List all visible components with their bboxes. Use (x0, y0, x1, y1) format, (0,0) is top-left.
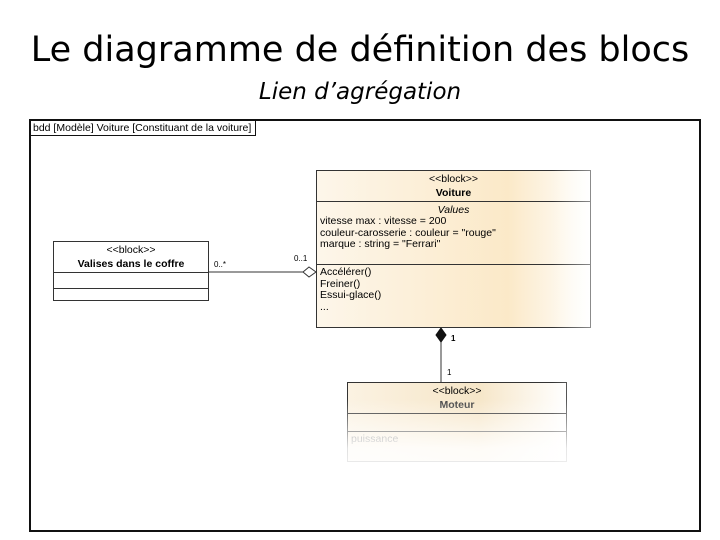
block-voiture-operations-compartment: Accélérer() Freiner() Essui-glace() ... (317, 264, 590, 315)
block-voiture-name: Voiture (435, 187, 472, 199)
block-moteur-values-compartment: puissance (348, 431, 566, 448)
aggregation-source-multiplicity: 0..* (214, 260, 227, 269)
operation: ... (320, 300, 329, 313)
block-valises[interactable]: <<block>> Valises dans le coffre (53, 241, 209, 301)
value-property: vitesse max : vitesse = 200 (320, 215, 447, 227)
block-voiture-header: <<block>> Voiture (317, 171, 590, 201)
block-valises-stereotype: <<block>> (106, 244, 156, 256)
block-moteur-name: Moteur (439, 399, 475, 411)
bdd-diagram-frame: bdd [Modèle] Voiture [Constituant de la … (29, 119, 701, 532)
diagram-frame-header: bdd [Modèle] Voiture [Constituant de la … (31, 121, 257, 136)
slide-subtitle: Lien d’agrégation (258, 79, 462, 105)
block-valises-header: <<block>> Valises dans le coffre (54, 242, 208, 272)
composition-part-multiplicity: 1 (447, 368, 452, 377)
aggregation-diamond (302, 266, 317, 278)
block-moteur-stereotype: <<block>> (432, 385, 482, 397)
value-property: puissance (351, 433, 399, 445)
block-moteur-empty-compartment (348, 413, 566, 431)
block-voiture-stereotype: <<block>> (428, 173, 479, 185)
composition-diamond (435, 327, 447, 343)
composition-whole-multiplicity: 1 (451, 334, 456, 343)
block-valises-name: Valises dans le coffre (77, 258, 185, 270)
operation: Accélérer() (320, 266, 372, 278)
operation: Essui-glace() (320, 289, 382, 301)
block-moteur-header: <<block>> Moteur (348, 383, 566, 413)
block-valises-values-compartment (54, 272, 208, 288)
slide-title: Le diagramme de définition des blocs (30, 30, 690, 70)
aggregation-target-multiplicity: 0..1 (294, 254, 308, 263)
block-voiture[interactable]: <<block>> Voiture Values vitesse max : v… (316, 170, 591, 328)
block-valises-operations-compartment (54, 288, 208, 304)
block-voiture-values-compartment: Values vitesse max : vitesse = 200 coule… (317, 201, 590, 264)
value-property: marque : string = "Ferrari" (320, 238, 441, 250)
block-moteur[interactable]: <<block>> Moteur puissance (347, 382, 567, 462)
